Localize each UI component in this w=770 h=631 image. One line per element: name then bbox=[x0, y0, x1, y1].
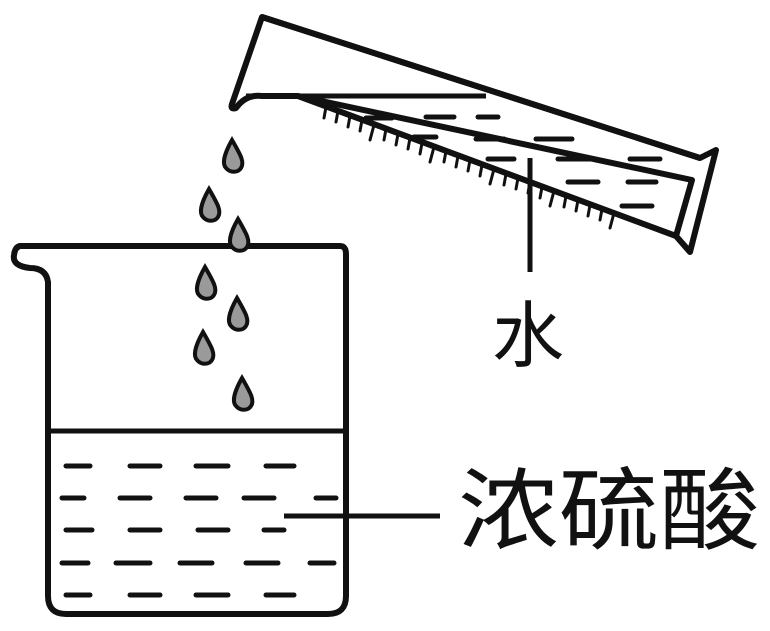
water-drop bbox=[228, 214, 251, 253]
graduated-cylinder bbox=[228, 14, 719, 255]
liquid-dashes bbox=[59, 463, 339, 598]
water-label: 水 bbox=[492, 294, 564, 378]
water-drop bbox=[199, 184, 222, 223]
water-drop bbox=[232, 373, 255, 412]
water-drops bbox=[193, 135, 255, 412]
cylinder-top-edge bbox=[261, 14, 701, 161]
cylinder-body bbox=[228, 14, 719, 255]
water-drop bbox=[222, 135, 245, 174]
water-drop bbox=[193, 327, 216, 366]
acid-label: 浓硫酸 bbox=[458, 459, 760, 564]
cylinder-graduations bbox=[322, 105, 616, 230]
beaker bbox=[10, 243, 349, 617]
cylinder-liquid-dashes bbox=[363, 114, 663, 209]
water-drop bbox=[195, 262, 218, 301]
water-drop bbox=[227, 293, 250, 332]
